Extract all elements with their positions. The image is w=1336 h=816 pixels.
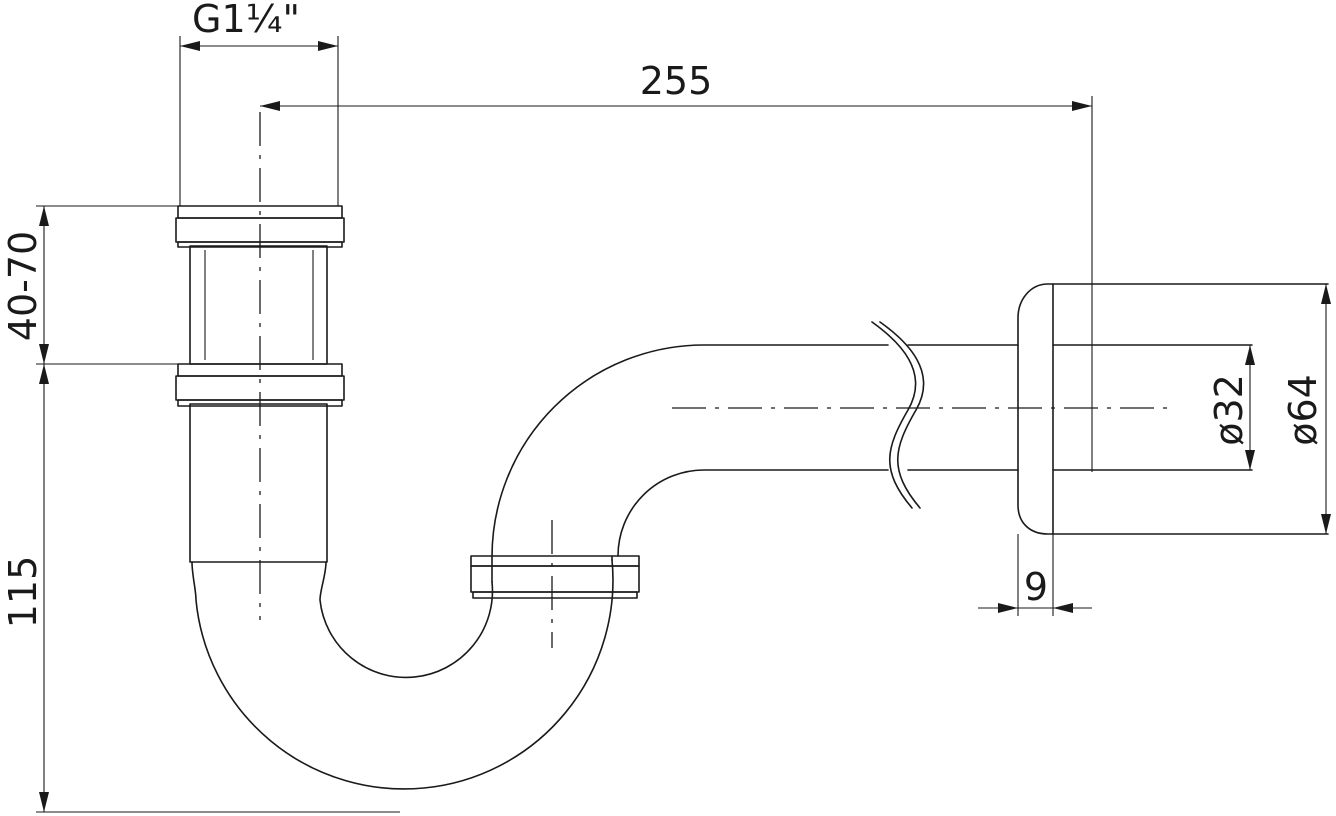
rosette-diameter-label: ø64 — [1281, 374, 1325, 446]
height-adjust-label: 40-70 — [1, 231, 45, 341]
u-bend-trap — [191, 555, 614, 790]
rosette-depth-label: 9 — [1024, 565, 1048, 609]
pipe-diameter-label: ø32 — [1207, 374, 1251, 446]
wall-rosette — [1017, 283, 1329, 535]
outlet-pipe — [907, 344, 1253, 471]
riser-pipe — [491, 344, 889, 557]
dimension-lines — [36, 36, 1331, 813]
height-label: 115 — [1, 556, 45, 629]
inlet-pipe — [189, 245, 328, 563]
length-label: 255 — [640, 59, 713, 103]
thread-size-label: G1¼" — [192, 0, 300, 41]
lower-nut — [470, 555, 640, 599]
center-lines — [259, 112, 1168, 648]
pipe-break-symbol — [871, 321, 925, 509]
